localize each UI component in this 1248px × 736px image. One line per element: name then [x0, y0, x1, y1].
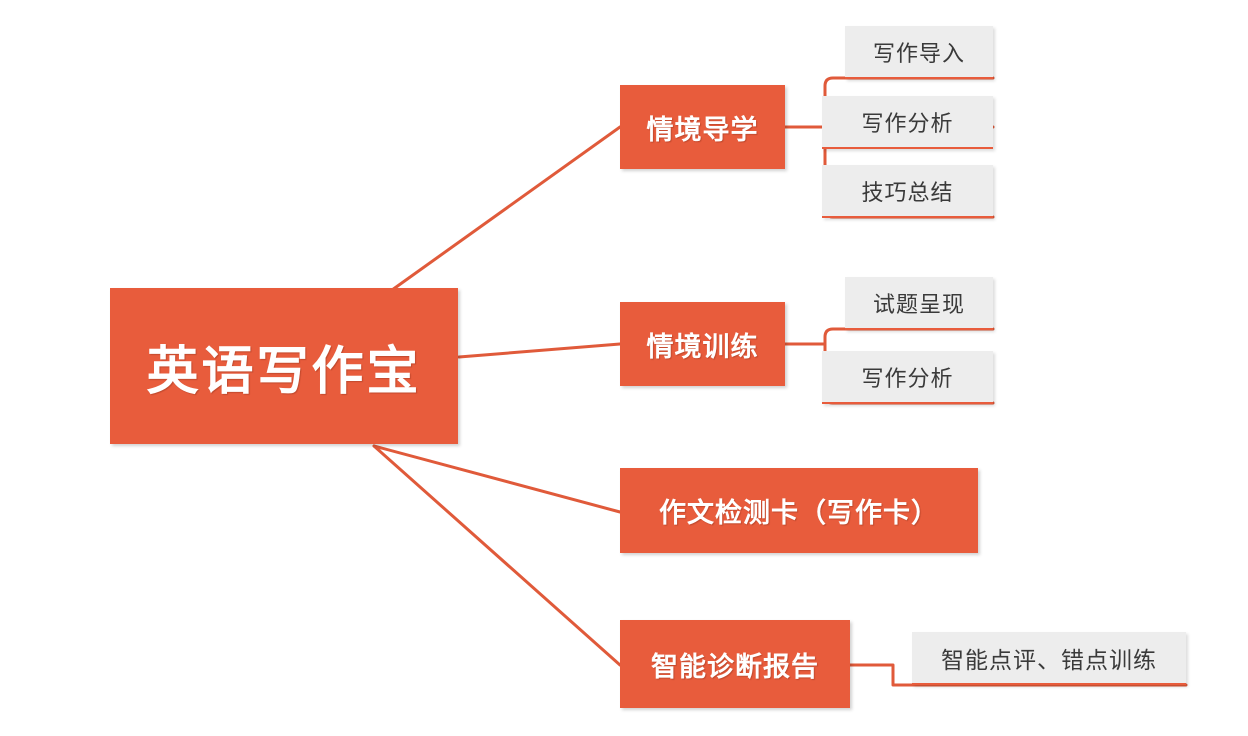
branch-node-label: 作文检测卡（写作卡） — [659, 498, 939, 528]
leaf-node-label: 试题呈现 — [872, 291, 965, 317]
branch-node-zhineng-zhenduan-baogao[interactable]: 智能诊断报告 — [620, 620, 850, 708]
leaf-node-shiti-chengxian[interactable]: 试题呈现 — [845, 277, 993, 330]
edge-root-to-branch-2 — [457, 342, 622, 359]
branch-node-label: 情境训练 — [646, 331, 759, 362]
branch-node-qingjing-xunlian[interactable]: 情境训练 — [620, 302, 785, 386]
leaf-node-jiqiao-zongjie[interactable]: 技巧总结 — [822, 165, 993, 218]
leaf-node-xiezuo-daoru[interactable]: 写作导入 — [845, 26, 993, 79]
leaf-node-label: 智能点评、错点训练 — [941, 646, 1157, 673]
edge-root-to-branch-3 — [372, 444, 622, 514]
leaf-node-zhineng-dianping[interactable]: 智能点评、错点训练 — [912, 632, 1186, 685]
branch-node-qingjing-daoxue[interactable]: 情境导学 — [620, 85, 785, 169]
leaf-node-label: 写作分析 — [861, 110, 954, 136]
leaf-node-label: 写作分析 — [861, 365, 954, 391]
root-node-label: 英语写作宝 — [146, 342, 422, 401]
edge-root-to-branch-1 — [390, 125, 622, 292]
leaf-node-xiezuo-fenxi-2[interactable]: 写作分析 — [822, 351, 993, 404]
leaf-node-label: 写作导入 — [872, 40, 965, 66]
edge-branch-2-child-1 — [823, 327, 847, 346]
leaf-node-xiezuo-fenxi-1[interactable]: 写作分析 — [822, 96, 993, 149]
leaf-node-label: 技巧总结 — [861, 179, 954, 205]
edge-root-to-branch-4 — [372, 444, 622, 667]
branch-node-label: 情境导学 — [646, 114, 759, 145]
branch-node-zuowen-jianceka[interactable]: 作文检测卡（写作卡） — [620, 468, 978, 553]
branch-node-label: 智能诊断报告 — [651, 651, 819, 682]
root-node[interactable]: 英语写作宝 — [110, 288, 458, 444]
